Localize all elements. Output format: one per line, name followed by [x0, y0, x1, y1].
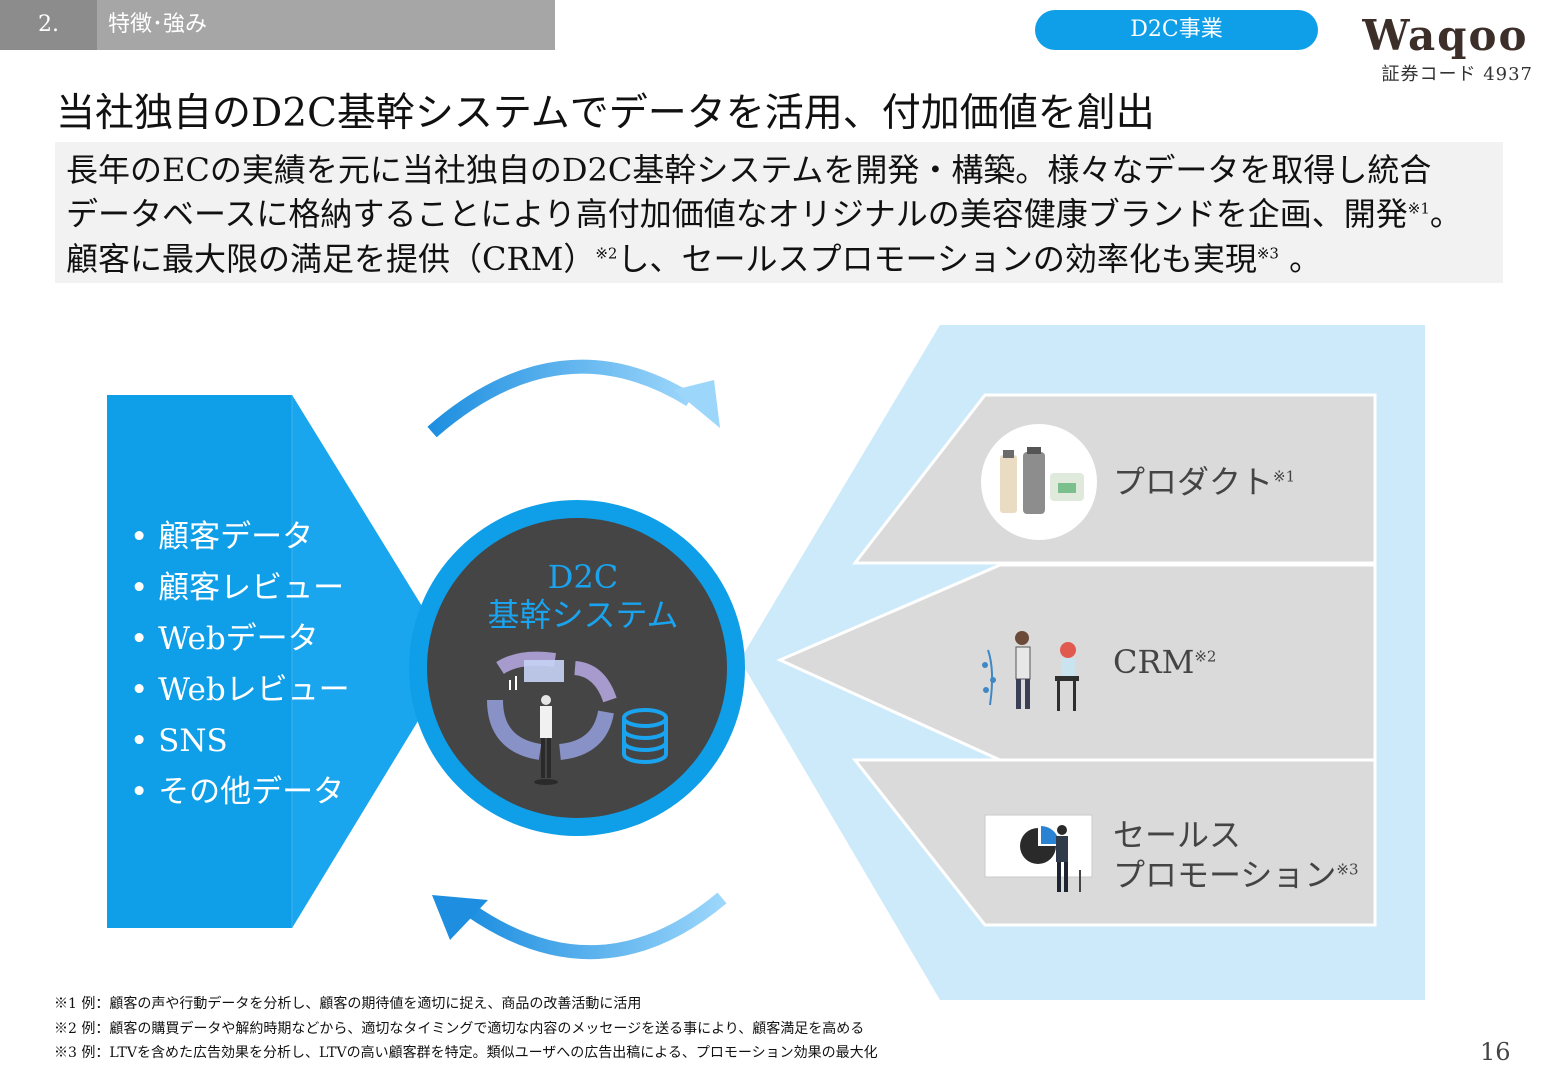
data-source-item: その他データ [130, 767, 350, 818]
section-number: 2. [0, 0, 97, 50]
summary-line-1: 長年のECの実績を元に当社独自のD2C基幹システムを開発・構築。様々なデータを取… [66, 151, 1432, 189]
data-source-item: Webレビュー [130, 665, 350, 716]
cycle-arrow-top [427, 359, 694, 438]
promo-card [851, 758, 1377, 927]
company-logo: Waqoo [1362, 11, 1529, 60]
database-icon [622, 708, 668, 764]
summary-box [55, 142, 1503, 283]
hologram-illustration [487, 651, 617, 785]
promo-label-line-1: セールス [1113, 816, 1242, 854]
crm-label-text: CRM [1113, 643, 1195, 681]
data-source-item: Webデータ [130, 614, 350, 665]
business-badge: D2C事業 [1035, 10, 1318, 50]
promo-footnote-ref: ※3 [1336, 860, 1359, 879]
footnote-ref-3: ※3 [1256, 244, 1279, 263]
page-number: 16 [1480, 1038, 1511, 1066]
product-label-text: プロダクト [1113, 463, 1274, 501]
summary-line-2-end: 。 [1429, 195, 1462, 233]
crm-label: CRM※2 [1113, 642, 1216, 682]
section-title: 特徴･強み [108, 12, 208, 37]
summary-line-2-text: データベースに格納することにより高付加価値なオリジナルの美容健康ブランドを企画、… [66, 195, 1408, 233]
cycle-arrow-bottom [466, 892, 727, 960]
footnote-1: ※1 例：顧客の声や行動データを分析し、顧客の期待値を適切に捉え、商品の改善活動… [54, 996, 642, 1012]
promotion-icon [984, 814, 1093, 892]
data-source-item: 顧客レビュー [130, 563, 350, 614]
crm-footnote-ref: ※2 [1194, 647, 1217, 666]
cycle-arrowhead-top [674, 380, 720, 428]
summary-line-2: データベースに格納することにより高付加価値なオリジナルの美容健康ブランドを企画、… [66, 192, 1462, 236]
product-footnote-ref: ※1 [1273, 467, 1296, 486]
product-card [851, 393, 1377, 565]
product-icon [981, 424, 1097, 540]
footnote-ref-2: ※2 [595, 244, 618, 263]
data-source-item: 顧客データ [130, 512, 350, 563]
footnote-3: ※3 例：LTVを含めた広告効果を分析し、LTVの高い顧客群を特定。類似ユーザへ… [54, 1045, 878, 1061]
summary-line-3: 顧客に最大限の満足を提供（CRM）※2し、セールスプロモーションの効率化も実現※… [66, 237, 1321, 281]
promo-label-line-2: プロモーション [1113, 856, 1337, 894]
core-title-line-2: 基幹システム [487, 596, 679, 634]
data-source-list: 顧客データ 顧客レビュー Webデータ Webレビュー SNS その他データ [130, 512, 350, 818]
product-label: プロダクト※1 [1113, 462, 1295, 502]
footnote-ref-1: ※1 [1407, 199, 1430, 218]
data-source-item: SNS [130, 716, 350, 767]
page-title: 当社独自のD2C基幹システムでデータを活用、付加価値を創出 [56, 91, 1155, 136]
summary-line-3-b: し、セールスプロモーションの効率化も実現 [617, 240, 1257, 278]
cycle-arrowhead-bottom [432, 895, 488, 940]
footnote-2: ※2 例：顧客の購買データや解約時期などから、適切なタイミングで適切な内容のメッ… [54, 1021, 865, 1037]
promo-label: セールス プロモーション※3 [1113, 815, 1359, 895]
crm-icon [982, 631, 1079, 711]
summary-line-3-a: 顧客に最大限の満足を提供（CRM） [66, 240, 596, 278]
summary-line-3-end: 。 [1278, 240, 1322, 278]
stock-code: 証券コード 4937 [1381, 64, 1533, 85]
core-title-line-1: D2C [547, 558, 619, 596]
core-system-title: D2C 基幹システム [470, 558, 696, 634]
